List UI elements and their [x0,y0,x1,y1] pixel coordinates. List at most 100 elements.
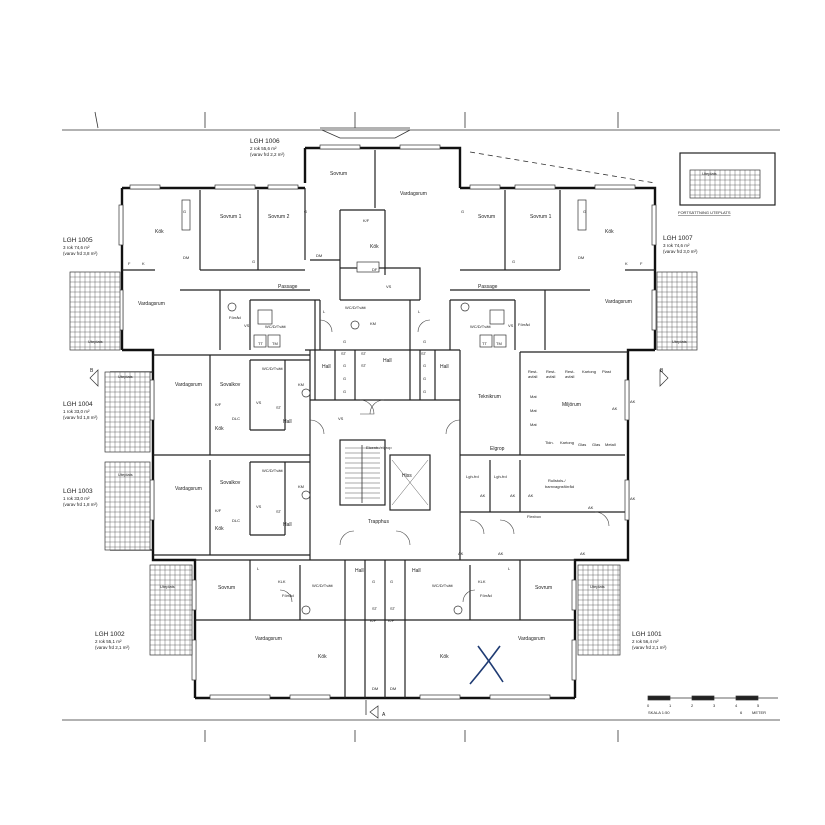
fixture-code: AK [588,505,594,510]
fixture-code: ST [390,606,396,611]
fixture-code: G [461,209,464,214]
fixture-code: G [343,389,346,394]
fixture-code: G [343,339,346,344]
fixture-code: AK [510,493,516,498]
patio-left-1002 [149,564,193,656]
room-label: Kök [605,229,614,235]
room-label: Passage [278,284,298,290]
fixture-code: VS [386,284,392,289]
fixture-code: L [323,309,326,314]
fixture-code: AK [528,493,534,498]
fixture-code: K [625,261,628,266]
fixture-code: G [343,376,346,381]
fixture-code: TM [272,341,278,346]
apartment-1004-label: LGH 1004 1 rok 33,0 m² (varav frd 1,8 m²… [63,401,98,420]
room-label: Hall [322,364,331,370]
room-label: Flexbox [527,514,541,519]
fixture-code: KM [298,382,304,387]
fixture-code: KLK [278,579,286,584]
room-label: Hall [383,358,392,364]
room-label: Vardagsrum [605,299,632,305]
waste-label: Glas [578,442,586,447]
scale-unit: METER [752,710,766,715]
section-b-left-label: B [90,368,94,374]
fixture-code: AK [630,399,636,404]
apartment-1006-storage: (varav frd 2,2 m²) [250,152,285,157]
apartment-1002-area: 2 rok 55,1 m² [95,639,122,644]
apartment-1007-title: LGH 1007 [663,235,693,242]
room-label: Vardagsrum [175,382,202,388]
room-label: Sovrum 2 [268,214,290,220]
fixture-code: VS [256,504,262,509]
fixture-code: K/F [363,218,370,223]
fixture-code: G [512,259,515,264]
apartment-1004-area: 1 rok 33,0 m² [63,409,90,414]
scale-tick: 2 [691,703,694,708]
room-label: barnvagnsförråd [545,484,574,489]
apartment-1007-storage: (varav frd 3,0 m²) [663,249,698,254]
apartment-1001-storage: (varav frd 2,1 m²) [632,645,667,650]
apartment-1005-area: 3 rok 74,6 m² [63,245,90,250]
fixture-code: TM [496,341,502,346]
patio-left-1003 [104,461,151,551]
room-label: Hall [283,522,292,528]
room-label: Kök [370,244,379,250]
room-label: Rullstols-/ [548,478,566,483]
fixture-code: L [257,566,260,571]
patio-label: Uteplats [672,339,687,344]
fixture-code: DM [390,686,396,691]
waste-label: Rest- [528,369,538,374]
annex-patio-label: Uteplats [702,171,717,176]
fixture-code: DM [372,686,378,691]
apartment-1005-title: LGH 1005 [63,237,93,244]
fixture-code: DM [578,255,584,260]
fixture-code: ST [276,405,282,410]
room-label: Lgh-frd [466,474,479,479]
fixture-code: ST [421,351,427,356]
fixture-code: DLC [232,518,240,523]
windows [118,144,657,700]
fixture-code: DF [372,267,378,272]
apartment-1006-label: LGH 1006 2 rok 55,6 m² (varav frd 2,2 m²… [250,138,285,157]
room-label: Vardagsrum [138,301,165,307]
room-label: Förråd [282,593,294,598]
fixture-code: K/F [388,618,395,623]
scale-tick: 0 [647,703,650,708]
room-label: Vardagsrum [400,191,427,197]
fixture-code: G [372,579,375,584]
apartment-1007-area: 3 rok 74,6 m² [663,243,690,248]
interior-walls [122,150,655,698]
patio-label: Uteplats [160,584,175,589]
room-label: Hall [355,568,364,574]
patio-right-top [656,271,698,351]
fixture-code: F [128,261,131,266]
section-b-left-marker [89,369,99,387]
fixture-code: ST [361,363,367,368]
patio-right-1001 [577,564,621,656]
room-labels: Sovrum Vardagsrum Kök WC/D/Tvätt Hall Kö… [88,171,687,660]
fixture-code: ST [341,351,347,356]
room-label: Miljörum [562,402,581,408]
fixture-code: VS [338,416,344,421]
x-mark-icon [469,645,504,685]
fixture-code: G [252,259,255,264]
room-label: Hall [412,568,421,574]
fixture-code: AK [458,551,464,556]
fixture-code: G [423,363,426,368]
apartment-1001-label: LGH 1001 2 rok 56,4 m² (varav frd 2,1 m²… [632,631,667,650]
fixture-code: G [343,363,346,368]
room-label: Vardagsrum [255,636,282,642]
scale-tick: 4 [735,703,738,708]
room-label: Passage [478,284,498,290]
section-b-right-marker [659,369,669,387]
apartment-1001-title: LGH 1001 [632,631,662,638]
fixture-code: K/F [370,618,377,623]
waste-label: Plast [602,369,612,374]
apartment-1006-area: 2 rok 55,6 m² [250,146,277,151]
room-label: Kök [318,654,327,660]
fixture-code: AK [580,551,586,556]
waste-label: Mat [530,394,538,399]
scale-tick: 1 [669,703,672,708]
room-label: WC/D/Tvätt [470,324,492,329]
